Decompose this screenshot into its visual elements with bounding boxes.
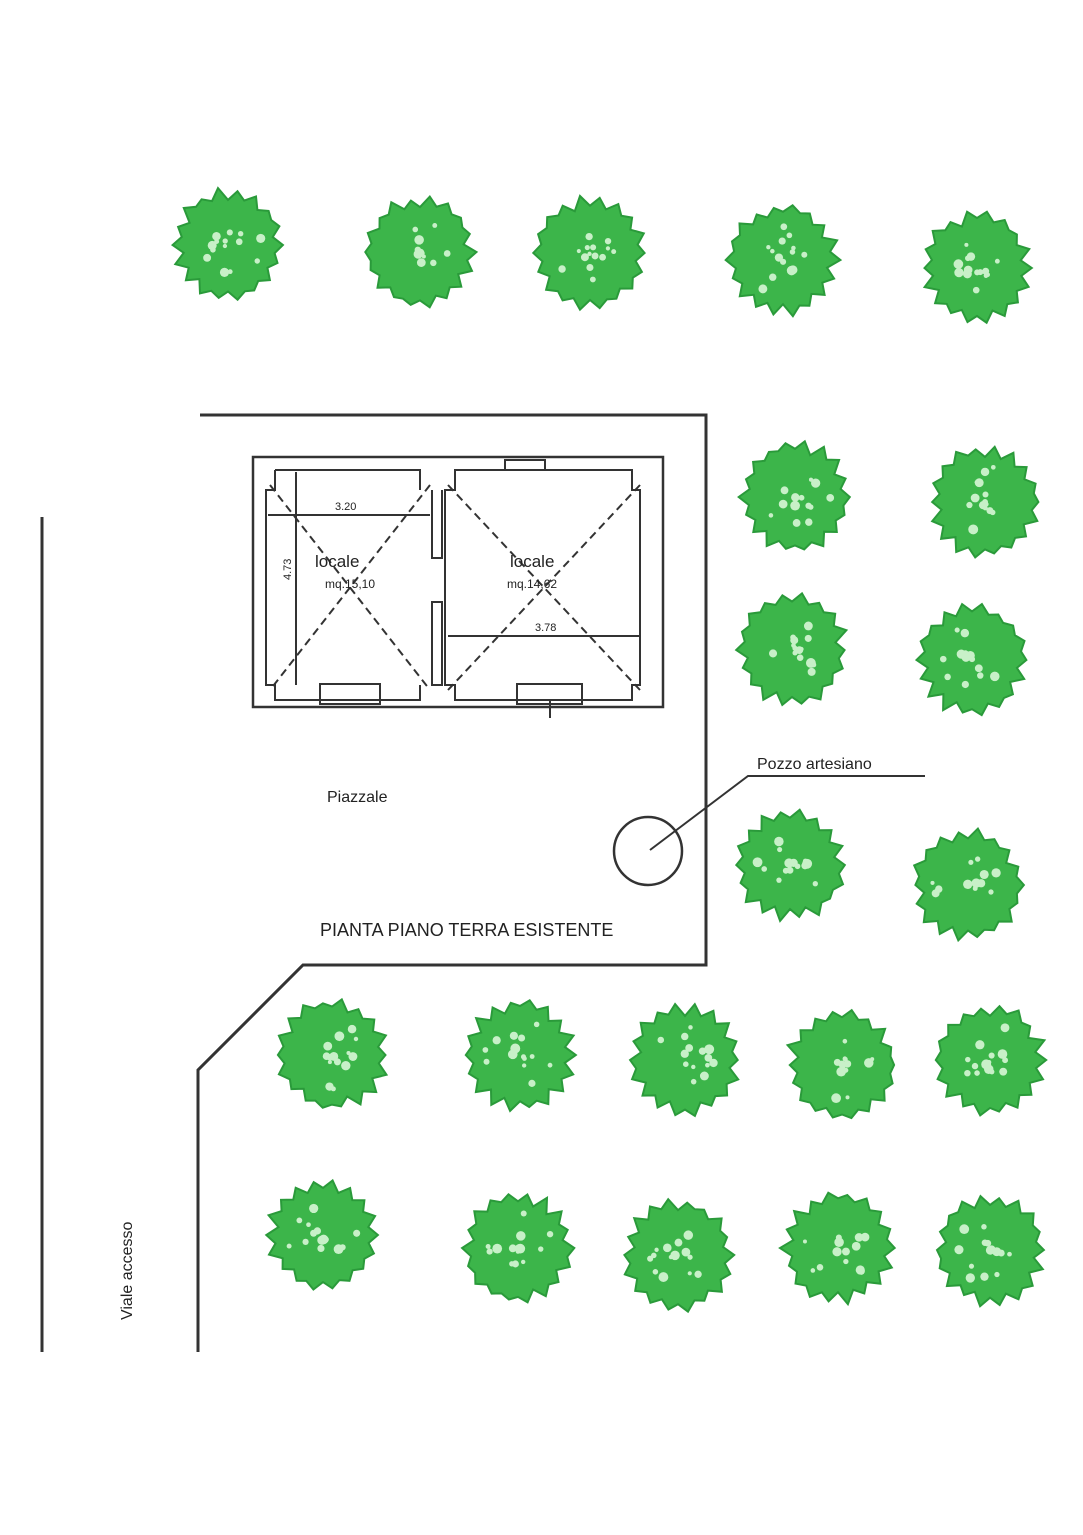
artesian-well: [612, 815, 684, 887]
room-name-left: locale: [315, 552, 359, 571]
tree-icon: [628, 1002, 740, 1118]
tree-icon: [623, 1197, 736, 1314]
room-area-right: mq.14,62: [507, 577, 557, 591]
tree-icon: [922, 210, 1034, 325]
tree-icon: [935, 1194, 1046, 1308]
dim-height-left: 4.73: [282, 559, 294, 580]
tree-icon: [912, 826, 1026, 943]
building: [251, 455, 665, 718]
tree-icon: [460, 1192, 576, 1304]
well-leader-line: [649, 775, 925, 851]
tree-icon: [264, 1178, 380, 1291]
tree-icon: [531, 194, 646, 312]
tree-icon: [170, 186, 285, 302]
tree-icon: [364, 194, 479, 309]
tree-icon: [778, 1191, 897, 1307]
pozzo-label: Pozzo artesiano: [757, 756, 872, 773]
property-boundary: [196, 413, 708, 1352]
dim-width-left: 3.20: [335, 501, 356, 513]
tree-icon: [734, 591, 849, 707]
tree-icon: [914, 602, 1028, 717]
tree-icon: [724, 203, 843, 318]
tree-icon: [734, 808, 847, 923]
room-name-right: locale: [510, 552, 554, 571]
plan-title: PIANTA PIANO TERRA ESISTENTE: [320, 920, 613, 940]
tree-icon: [930, 445, 1040, 559]
room-area-left: mq.15,10: [325, 577, 375, 591]
tree-icon: [785, 1008, 896, 1120]
piazzale-label: Piazzale: [327, 789, 388, 806]
tree-icon: [934, 1004, 1048, 1117]
viale-label: Viale accesso: [119, 1221, 136, 1320]
tree-icon: [737, 439, 852, 551]
tree-icon: [464, 998, 578, 1113]
dim-width-right: 3.78: [535, 622, 556, 634]
trees: [170, 186, 1048, 1314]
tree-icon: [276, 997, 389, 1109]
